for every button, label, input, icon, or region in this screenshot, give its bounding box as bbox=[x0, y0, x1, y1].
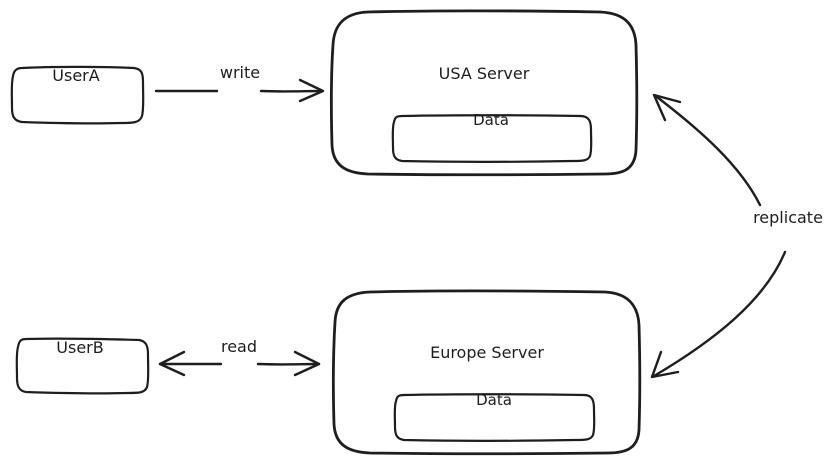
europe-data-store[interactable]: Data bbox=[393, 391, 596, 442]
replicate-arrowhead-up-icon bbox=[652, 93, 682, 122]
usa-server-box bbox=[329, 9, 639, 177]
usa-server-label: USA Server bbox=[439, 64, 530, 83]
europe-server-box bbox=[331, 289, 642, 456]
write-arrowhead-icon bbox=[298, 78, 325, 103]
user-b-label: UserB bbox=[56, 338, 103, 357]
replicate-edge[interactable]: replicate bbox=[650, 93, 823, 379]
write-label: write bbox=[220, 63, 260, 82]
europe-data-label: Data bbox=[476, 391, 512, 409]
europe-server-label: Europe Server bbox=[430, 343, 544, 362]
user-a-box bbox=[10, 65, 145, 125]
user-a-node[interactable]: UserA bbox=[10, 65, 145, 125]
replicate-arrowhead-down-icon bbox=[650, 350, 680, 379]
replicate-label: replicate bbox=[753, 208, 823, 227]
usa-data-label: Data bbox=[473, 111, 509, 129]
user-b-box bbox=[15, 337, 150, 395]
read-edge[interactable]: read bbox=[158, 337, 321, 377]
user-a-label: UserA bbox=[52, 66, 99, 85]
usa-data-box bbox=[391, 114, 593, 163]
usa-data-store[interactable]: Data bbox=[391, 111, 593, 163]
europe-data-box bbox=[393, 393, 596, 442]
usa-server-node[interactable]: USA Server Data bbox=[329, 9, 639, 177]
user-b-node[interactable]: UserB bbox=[15, 337, 150, 395]
replicate-arrow-upper bbox=[655, 95, 762, 207]
replicate-arrow-lower bbox=[652, 250, 787, 378]
europe-server-node[interactable]: Europe Server Data bbox=[331, 289, 642, 456]
write-edge[interactable]: write bbox=[154, 63, 325, 103]
read-arrowhead-left-icon bbox=[158, 350, 186, 377]
read-label: read bbox=[221, 337, 257, 356]
read-arrowhead-right-icon bbox=[293, 350, 321, 377]
